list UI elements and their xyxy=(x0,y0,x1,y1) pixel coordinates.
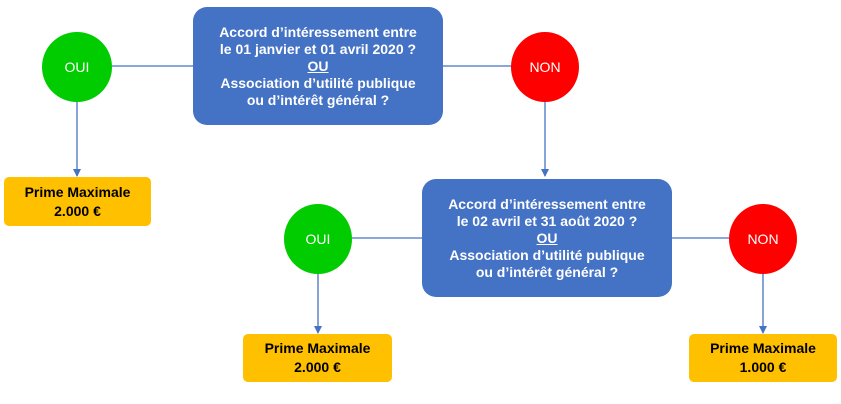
yes-node-1-label: OUI xyxy=(64,59,90,75)
question-2-line-1: Accord d’intéressement entre xyxy=(448,195,646,212)
question-1-line-1: Accord d’intéressement entre xyxy=(219,23,417,40)
question-2-line-3: Association d’utilité publique xyxy=(449,246,645,263)
question-1-line-3: Association d’utilité publique xyxy=(220,74,416,91)
question-2-line-2: le 02 avril et 31 août 2020 ? xyxy=(456,212,638,229)
question-1: Accord d’intéressement entre le 01 janvi… xyxy=(193,7,443,125)
yes-node-2-label: OUI xyxy=(305,231,331,247)
result-2: Prime Maximale 2.000 € xyxy=(243,334,392,382)
no-node-1: NON xyxy=(511,32,579,102)
yes-node-2: OUI xyxy=(284,204,352,274)
question-2-line-4: ou d’intérêt général ? xyxy=(475,263,619,280)
no-node-2-label: NON xyxy=(747,231,779,247)
result-1: Prime Maximale 2.000 € xyxy=(4,177,151,226)
result-2-title: Prime Maximale xyxy=(264,340,371,356)
result-3-title: Prime Maximale xyxy=(710,340,816,356)
result-3-amount: 1.000 € xyxy=(739,359,787,375)
result-1-amount: 2.000 € xyxy=(54,202,101,219)
yes-node-1: OUI xyxy=(42,32,112,102)
question-1-line-2: le 01 janvier et 01 avril 2020 ? xyxy=(219,40,417,57)
result-2-amount: 2.000 € xyxy=(294,359,341,375)
question-2: Accord d’intéressement entre le 02 avril… xyxy=(422,179,672,297)
result-1-title: Prime Maximale xyxy=(24,183,131,200)
no-node-2: NON xyxy=(729,204,797,274)
result-3: Prime Maximale 1.000 € xyxy=(689,334,837,382)
question-2-or: OU xyxy=(536,229,558,246)
question-1-or: OU xyxy=(307,57,329,74)
question-1-line-4: ou d’intérêt général ? xyxy=(246,91,390,108)
no-node-1-label: NON xyxy=(529,59,561,75)
